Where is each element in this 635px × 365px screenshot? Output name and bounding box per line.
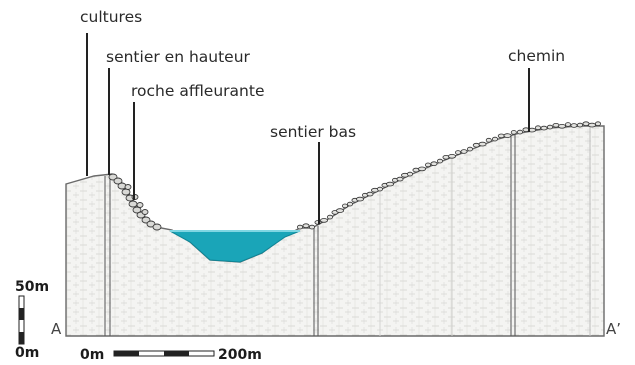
leader-lines: [86, 33, 530, 224]
pebble: [302, 223, 310, 229]
vertical-scale-top: 50m: [15, 279, 49, 295]
pebble: [355, 196, 364, 202]
pebble: [296, 224, 303, 230]
terrain-profile: [65, 125, 605, 337]
pebble: [406, 171, 413, 177]
pebble: [454, 150, 461, 155]
pebble: [308, 224, 315, 230]
pebble: [319, 218, 328, 223]
rock-outcrop: [108, 173, 162, 231]
label-cultures: cultures: [80, 8, 142, 26]
pebble: [447, 154, 456, 159]
pebble: [577, 122, 584, 128]
pebble: [430, 161, 438, 167]
label-sentier-en-hauteur: sentier en hauteur: [106, 48, 251, 66]
pebble: [588, 122, 597, 128]
pebble: [346, 201, 353, 207]
vertical-lines: [104, 126, 591, 336]
pebble: [376, 186, 383, 192]
horizontal-scale-end: 200m: [218, 347, 262, 363]
pebble: [466, 146, 473, 152]
pebble: [472, 142, 480, 148]
pebble: [478, 141, 487, 147]
horizontal-scale-start: 0m: [80, 347, 104, 363]
vertical-scale-bar: [18, 295, 25, 345]
label-sentier-bas: sentier bas: [270, 123, 356, 141]
pebble: [517, 129, 524, 135]
horizontal-scale-bar: [113, 350, 215, 357]
pebble: [570, 123, 578, 128]
pebble: [540, 125, 548, 131]
label-roche-affleurante: roche affleurante: [131, 82, 264, 100]
pebble: [558, 124, 567, 129]
pebble: [595, 121, 602, 126]
label-chemin: chemin: [508, 47, 565, 65]
pebble: [497, 133, 505, 139]
pebble: [341, 203, 348, 209]
pebble: [535, 125, 542, 130]
pebble: [385, 181, 394, 187]
section-start-letter: A: [51, 320, 62, 338]
pebble: [436, 158, 443, 164]
pebble: [366, 191, 374, 197]
pebble-path: [296, 121, 602, 230]
vertical-scale-bottom: 0m: [15, 345, 39, 361]
pebble: [565, 122, 572, 127]
pebble: [460, 149, 468, 154]
pebble: [424, 162, 431, 168]
pebble: [396, 176, 404, 182]
pebble: [485, 137, 492, 143]
pebble: [510, 130, 517, 135]
pebble: [491, 136, 498, 142]
pebble: [417, 166, 426, 172]
section-end-letter: A’: [606, 320, 621, 338]
pebble: [503, 133, 512, 138]
pebble: [326, 214, 333, 220]
pebble: [547, 124, 554, 130]
pebble: [335, 208, 344, 213]
